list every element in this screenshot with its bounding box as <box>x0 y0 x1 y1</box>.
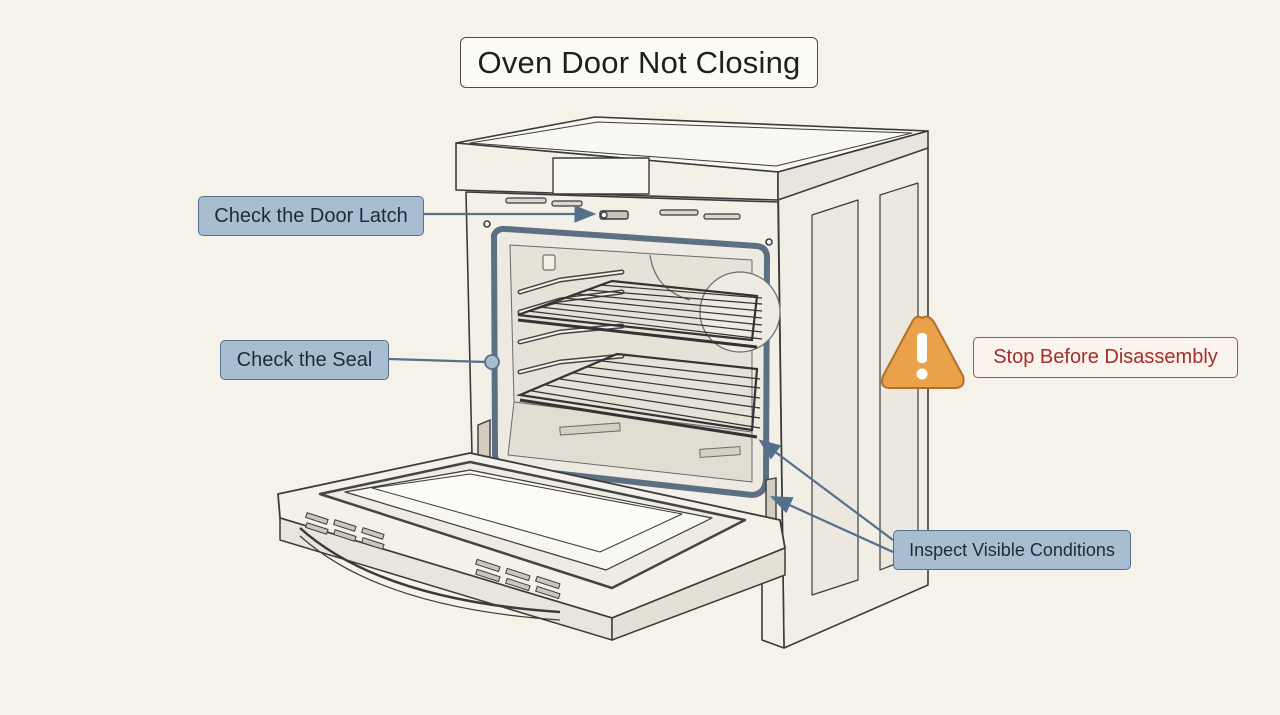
warning-triangle-icon <box>880 315 965 389</box>
leader-visible-conditions <box>758 439 894 554</box>
callout-visible-conditions: Inspect Visible Conditions <box>893 530 1131 570</box>
callout-door-latch: Check the Door Latch <box>198 196 424 236</box>
oven-cooktop <box>455 116 929 201</box>
oven-side-panel <box>777 147 929 649</box>
door-latch <box>599 210 629 220</box>
warning-label: Stop Before Disassembly <box>973 337 1238 378</box>
oven-rack-lower <box>515 352 761 439</box>
callout-seal: Check the Seal <box>220 340 389 380</box>
oven-rack-upper <box>517 279 763 349</box>
page-title: Oven Door Not Closing <box>460 37 818 88</box>
leader-seal <box>388 354 500 370</box>
oven-door <box>277 452 786 641</box>
oven-cavity <box>491 225 781 498</box>
